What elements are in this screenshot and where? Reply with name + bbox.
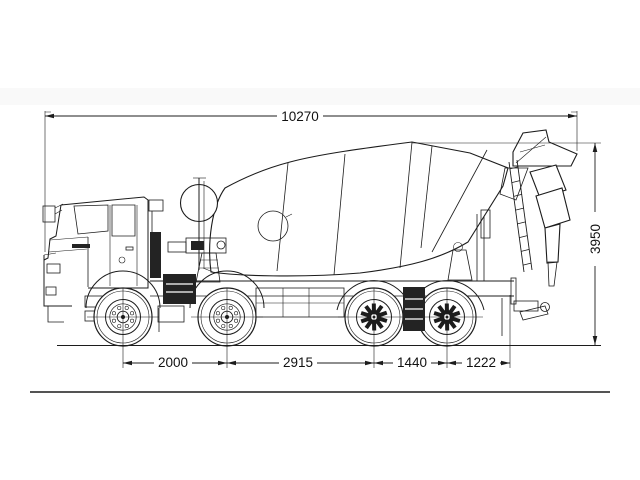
headlight [46, 263, 61, 274]
pto-pump-cluster [163, 274, 196, 304]
fog-lamp [45, 286, 57, 296]
cab-side-window [73, 204, 109, 235]
charge-chute [499, 167, 529, 201]
grille-badge [72, 244, 90, 248]
stay-rod [431, 149, 488, 253]
fenders-suspension [85, 270, 485, 331]
rear-ladder [508, 159, 533, 273]
dimension-overall-length: 10270 [44, 109, 578, 252]
drum-rear-roller-support [447, 249, 473, 281]
dim-axle-2-3-label: 2915 [283, 355, 313, 370]
dimension-overall-height: 3950 [412, 142, 603, 345]
drum-manhole [257, 210, 289, 242]
door-handle [125, 246, 134, 251]
mixer-drum [209, 141, 509, 277]
dim-overall-height-label: 3950 [588, 224, 603, 254]
scan-artifact-band [0, 88, 640, 105]
discharge-chute-fold-3 [544, 223, 561, 264]
loading-hopper [512, 129, 578, 167]
wheel-axle-1 [87, 287, 159, 368]
subframe-box [255, 287, 345, 318]
discharge-chute-fold-2 [535, 187, 571, 229]
rear-assembly [431, 129, 578, 336]
dim-overall-length-label: 10270 [281, 109, 319, 124]
dimension-axle-spacings: 2000 2915 1440 1222 [123, 295, 511, 370]
dim-axle-3-4-label: 1440 [397, 355, 427, 370]
cab-door-window [111, 204, 136, 237]
dim-rear-overhang-label: 1222 [466, 355, 496, 370]
drum-front-support [167, 177, 227, 283]
front-fender [85, 270, 161, 309]
wheel-axle-2 [191, 287, 263, 368]
wheel-axle-4 [411, 287, 483, 368]
hydraulic-cylinder [480, 209, 491, 239]
air-intake-stack [150, 232, 161, 278]
front-bumper [43, 255, 72, 307]
tow-hitch [519, 305, 549, 321]
dim-axle-1-2-label: 2000 [158, 355, 188, 370]
